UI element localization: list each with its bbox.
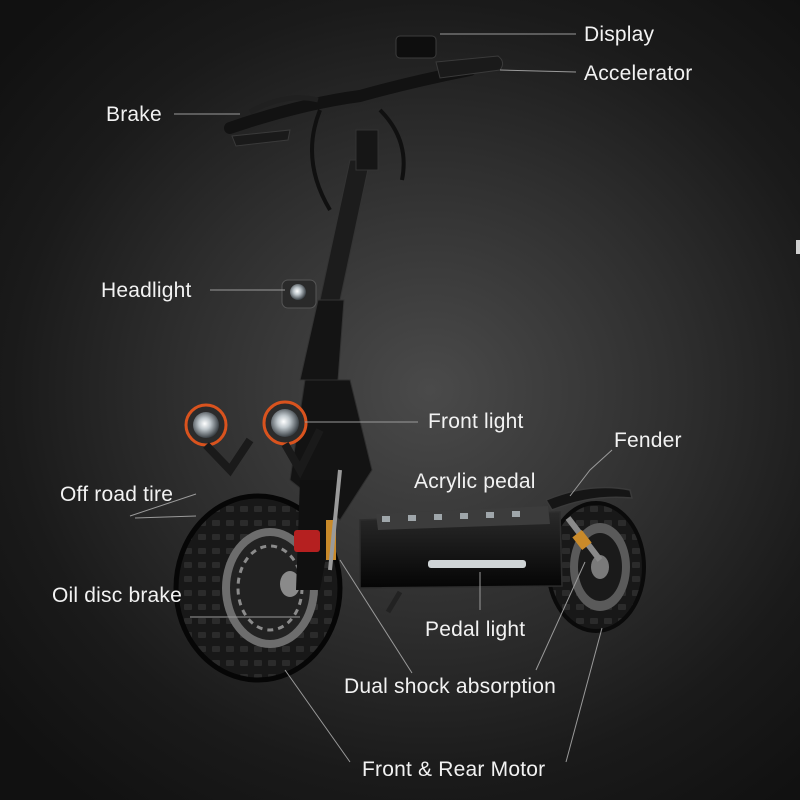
leader-lines <box>129 33 613 763</box>
headlight-label: Headlight <box>101 279 192 302</box>
accelerator-label: Accelerator <box>584 62 693 85</box>
front-light-label: Front light <box>428 410 524 433</box>
deck <box>359 506 563 614</box>
front-lights <box>184 400 324 479</box>
rear-shock <box>565 516 603 562</box>
pedal-light-label: Pedal light <box>425 618 526 641</box>
edge-mark <box>796 240 800 254</box>
front-rear-motor-label: Front & Rear Motor <box>362 758 546 781</box>
rear-fender <box>544 486 633 511</box>
brake-label: Brake <box>106 103 162 126</box>
front-fork <box>294 469 342 590</box>
acrylic-pedal-label: Acrylic pedal <box>414 470 536 493</box>
handlebar <box>224 35 504 212</box>
dual-shock-absorption-label: Dual shock absorption <box>344 675 556 698</box>
headlight-lamp <box>281 279 317 309</box>
oil-disc-brake-label: Oil disc brake <box>52 584 183 607</box>
display-label: Display <box>584 23 655 46</box>
off-road-tire-label: Off road tire <box>60 483 174 506</box>
fender-label: Fender <box>614 429 682 452</box>
